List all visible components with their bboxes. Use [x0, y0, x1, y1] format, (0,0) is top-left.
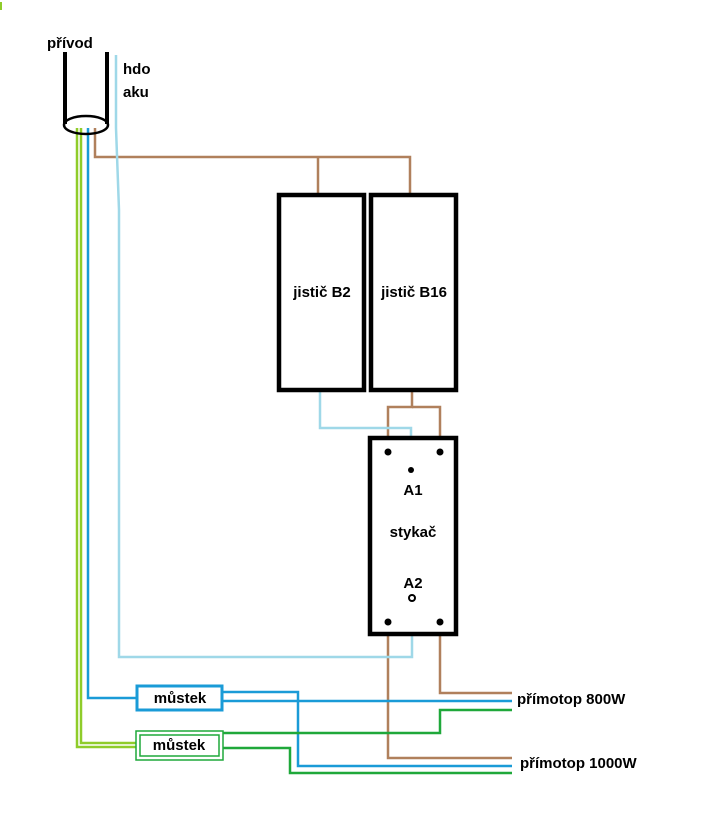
hdo-label-line1: hdo: [123, 61, 151, 78]
bridge-green-box: [135, 730, 224, 761]
contactor-a1-label: A1: [403, 482, 422, 499]
earth-wire-800: [222, 708, 512, 735]
neutral-wire-1000: [222, 690, 512, 768]
bridge-blue-label: můstek: [154, 690, 207, 707]
phase-wire-supply: [93, 128, 412, 195]
breaker-b2-box: [276, 192, 367, 393]
phase-wire-800: [438, 622, 512, 695]
neutral-wire-supply: [86, 128, 137, 700]
hdo-wire: [114, 55, 414, 659]
earth-wire-supply-outer: [75, 128, 137, 749]
contactor-terminals: [384, 448, 444, 626]
wires: [75, 55, 512, 775]
heater-800-label: přímotop 800W: [517, 691, 626, 708]
breaker-b2-label: jistič B2: [292, 284, 351, 301]
hdo-label-line2: aku: [123, 84, 149, 101]
supply-cable: [62, 52, 110, 136]
breaker-b16-box: [368, 192, 459, 393]
earth-wire-supply-inner: [79, 128, 137, 745]
phase-wire-b16-out: [386, 391, 414, 452]
bridge-green-label: můstek: [153, 737, 206, 754]
heater-1000-label: přímotop 1000W: [520, 755, 638, 772]
bridge-blue-box: [135, 684, 224, 712]
phase-wire-1000: [386, 622, 512, 760]
contactor-name-label: stykač: [390, 524, 437, 541]
earth-wire-1000: [222, 746, 512, 775]
contactor-a2-label: A2: [403, 575, 422, 592]
breaker-b16-label: jistič B16: [380, 284, 447, 301]
supply-label: přívod: [47, 35, 93, 52]
